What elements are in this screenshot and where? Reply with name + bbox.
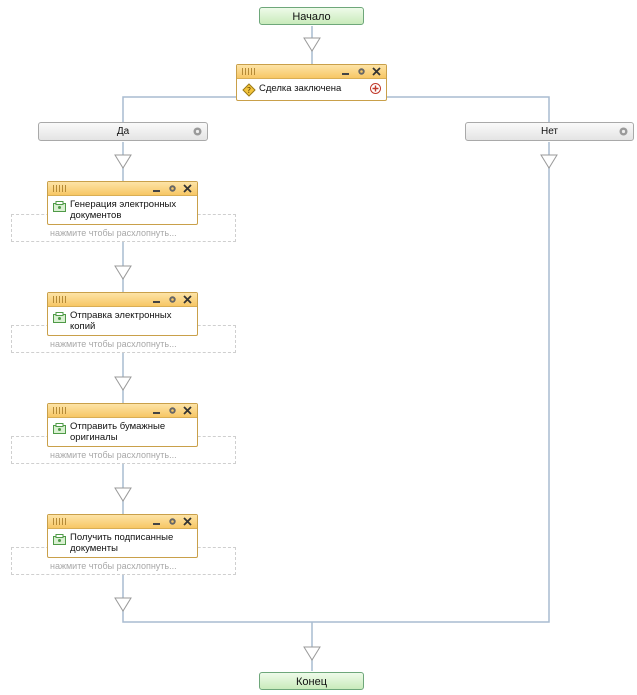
condition-icon: ? (242, 83, 256, 97)
activity-node[interactable]: Получить подписанные документы (47, 514, 198, 558)
close-icon[interactable] (183, 184, 192, 193)
activity-node[interactable]: Отправка электронных копий (47, 292, 198, 336)
activity-icon (53, 312, 66, 323)
close-icon[interactable] (183, 295, 192, 304)
activity-label: Отправка электронных копий (70, 310, 172, 332)
minimize-icon[interactable] (152, 295, 161, 304)
arrow-down-icon (114, 597, 132, 612)
gear-icon[interactable] (618, 126, 629, 137)
gear-icon[interactable] (168, 184, 177, 193)
activity-header[interactable] (48, 404, 197, 418)
activity-header[interactable] (48, 515, 197, 529)
activity-header[interactable] (48, 182, 197, 196)
arrow-down-icon (114, 376, 132, 391)
activity-header[interactable] (48, 293, 197, 307)
gear-icon[interactable] (192, 126, 203, 137)
drag-handle-icon[interactable] (242, 68, 256, 75)
expand-hint: нажмите чтобы расхлопнуть... (50, 450, 177, 460)
close-icon[interactable] (183, 517, 192, 526)
drag-handle-icon[interactable] (53, 296, 67, 303)
arrow-down-icon (114, 487, 132, 502)
minimize-icon[interactable] (152, 184, 161, 193)
wire-no (386, 96, 550, 122)
drag-handle-icon[interactable] (53, 518, 67, 525)
condition-body: ? Сделка заключена (237, 79, 386, 100)
expand-hint: нажмите чтобы расхлопнуть... (50, 561, 177, 571)
activity-body: Получить подписанные документы (48, 529, 197, 557)
close-icon[interactable] (183, 406, 192, 415)
arrow-down-icon (303, 37, 321, 52)
gear-icon[interactable] (357, 67, 366, 76)
condition-header[interactable] (237, 65, 386, 79)
minimize-icon[interactable] (152, 406, 161, 415)
arrow-down-icon (540, 154, 558, 169)
activity-icon (53, 534, 66, 545)
condition-label: Сделка заключена (259, 83, 342, 94)
minimize-icon[interactable] (152, 517, 161, 526)
arrow-down-icon (303, 646, 321, 661)
wire-yes (122, 96, 236, 122)
activity-label: Генерация электронных документов (70, 199, 177, 221)
activity-icon (53, 423, 66, 434)
activity-label: Получить подписанные документы (70, 532, 174, 554)
expand-hint: нажмите чтобы расхлопнуть... (50, 339, 177, 349)
arrow-down-icon (114, 265, 132, 280)
activity-icon (53, 201, 66, 212)
activity-body: Отправить бумажные оригиналы (48, 418, 197, 446)
gear-icon[interactable] (168, 517, 177, 526)
end-node[interactable]: Конец (259, 672, 364, 690)
branch-yes-label: Да (116, 126, 130, 137)
branch-no[interactable]: Нет (465, 122, 634, 141)
drag-handle-icon[interactable] (53, 185, 67, 192)
gear-icon[interactable] (168, 406, 177, 415)
minimize-icon[interactable] (341, 67, 350, 76)
svg-text:?: ? (247, 86, 251, 95)
activity-body: Отправка электронных копий (48, 307, 197, 335)
start-node[interactable]: Начало (259, 7, 364, 25)
close-icon[interactable] (372, 67, 381, 76)
expand-hint: нажмите чтобы расхлопнуть... (50, 228, 177, 238)
drag-handle-icon[interactable] (53, 407, 67, 414)
arrow-down-icon (114, 154, 132, 169)
condition-node[interactable]: ? Сделка заключена (236, 64, 387, 101)
add-icon[interactable] (370, 83, 381, 94)
branch-yes[interactable]: Да (38, 122, 208, 141)
gear-icon[interactable] (168, 295, 177, 304)
branch-no-label: Нет (540, 126, 559, 137)
activity-body: Генерация электронных документов (48, 196, 197, 224)
activity-node[interactable]: Отправить бумажные оригиналы (47, 403, 198, 447)
activity-label: Отправить бумажные оригиналы (70, 421, 166, 443)
activity-node[interactable]: Генерация электронных документов (47, 181, 198, 225)
